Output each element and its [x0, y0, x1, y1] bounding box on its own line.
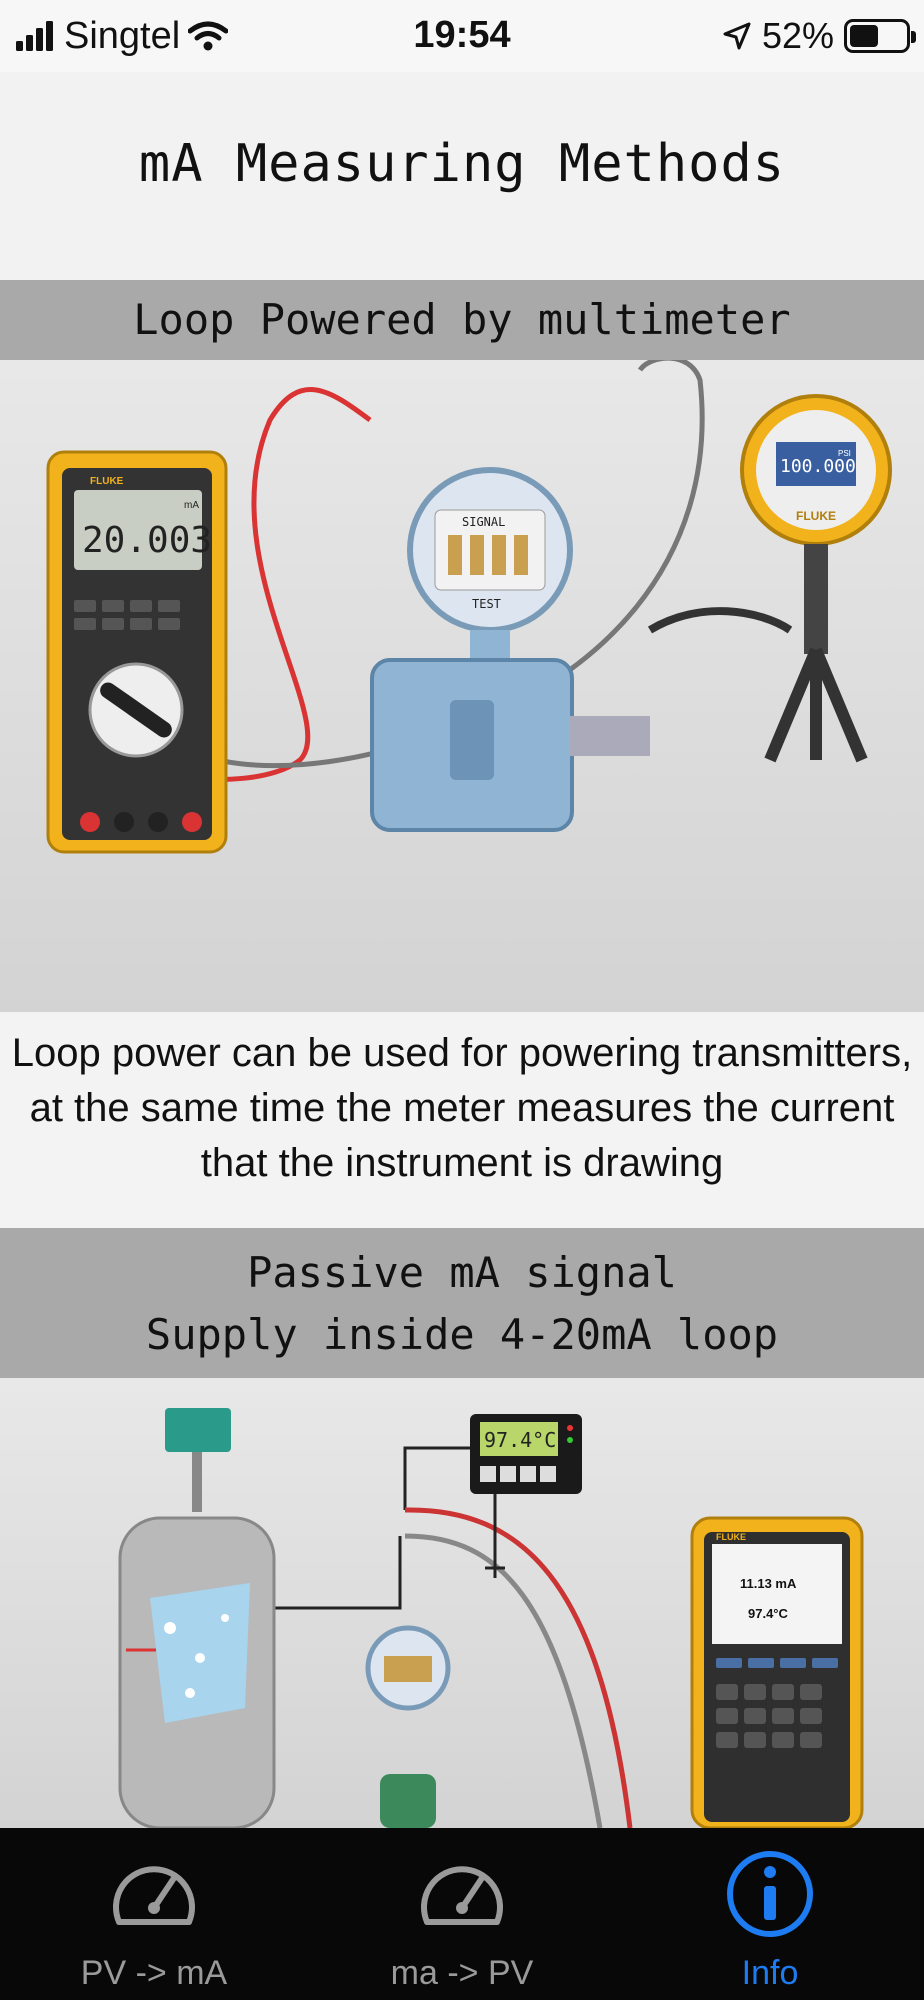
tab-pv-to-ma[interactable]: PV -> mA	[0, 1828, 308, 2000]
navigation-title-bar: mA Measuring Methods	[0, 72, 924, 280]
calibrator-reading-temperature: 97.4°C	[748, 1606, 789, 1621]
calibrator-brand: FLUKE	[716, 1532, 746, 1542]
multimeter: FLUKE mA 20.003	[46, 450, 228, 854]
status-right: 52%	[722, 15, 916, 56]
battery-percentage: 52%	[761, 15, 834, 56]
loop-powered-caption: Loop power can be used for powering tran…	[0, 1012, 924, 1228]
wifi-icon	[188, 21, 229, 51]
section-header-passive-signal: Passive mA signal Supply inside 4-20mA l…	[0, 1228, 924, 1378]
input-jack-red	[80, 812, 100, 832]
status-bar: Singtel 19:54 52%	[0, 0, 924, 72]
process-calibrator: FLUKE 11.13 mA 97.4°C	[690, 1516, 864, 1828]
status-left: Singtel	[16, 14, 229, 57]
tab-bar: PV -> mA ma -> PV Info	[0, 1828, 924, 2000]
controller-reading: 97.4°C	[484, 1428, 556, 1452]
battery-icon	[844, 19, 916, 53]
calibrator-reading-current: 11.13 mA	[740, 1576, 797, 1591]
loop-wire-red	[404, 1507, 633, 1828]
loop-wire-grey	[404, 1533, 603, 1828]
temperature-controller: 97.4°C	[470, 1414, 582, 1494]
location-arrow-icon	[723, 22, 751, 50]
gauge-reading: 100.000	[780, 456, 856, 477]
gauge-unit: PSI	[838, 449, 851, 458]
tab-info[interactable]: Info	[616, 1828, 924, 2000]
terminal-label-test: TEST	[472, 597, 501, 611]
info-icon	[727, 1851, 813, 1937]
gauge-icon	[113, 1866, 195, 1925]
temperature-transmitter	[365, 1625, 451, 1828]
pressure-hose	[647, 607, 793, 634]
battery-level	[850, 25, 879, 47]
page-title: mA Measuring Methods	[138, 134, 786, 194]
terminal-label-signal: SIGNAL	[462, 515, 505, 529]
multimeter-unit: mA	[184, 500, 199, 511]
section-heading-line-2: Supply inside 4-20mA loop	[145, 1310, 779, 1359]
cellular-signal-icon	[16, 21, 53, 51]
gauge-icon	[421, 1866, 503, 1925]
pressure-gauge: 100.000 PSI FLUKE	[740, 394, 892, 763]
passive-signal-illustration: 97.4°C FLUKE 11.13 mA 97.4°C	[0, 1378, 924, 1828]
carrier-name: Singtel	[64, 14, 181, 57]
tab-ma-to-pv[interactable]: ma -> PV	[308, 1828, 616, 2000]
tab-label-ma-to-pv: ma -> PV	[390, 1954, 534, 1992]
multimeter-reading: 20.003	[82, 520, 212, 561]
loop-powered-illustration: FLUKE mA 20.003 SIGNAL TEST	[0, 360, 924, 1012]
multimeter-screen	[74, 490, 202, 570]
tab-label-pv-to-ma: PV -> mA	[80, 1954, 228, 1992]
process-tank	[118, 1408, 276, 1828]
multimeter-brand: FLUKE	[90, 476, 124, 487]
pressure-transmitter: SIGNAL TEST	[370, 467, 650, 832]
tab-label-info: Info	[741, 1954, 799, 1992]
section-header-loop-powered: Loop Powered by multimeter	[0, 280, 924, 360]
gauge-brand: FLUKE	[796, 509, 836, 523]
section-heading-line-1: Passive mA signal	[247, 1248, 677, 1297]
status-time: 19:54	[413, 14, 511, 56]
